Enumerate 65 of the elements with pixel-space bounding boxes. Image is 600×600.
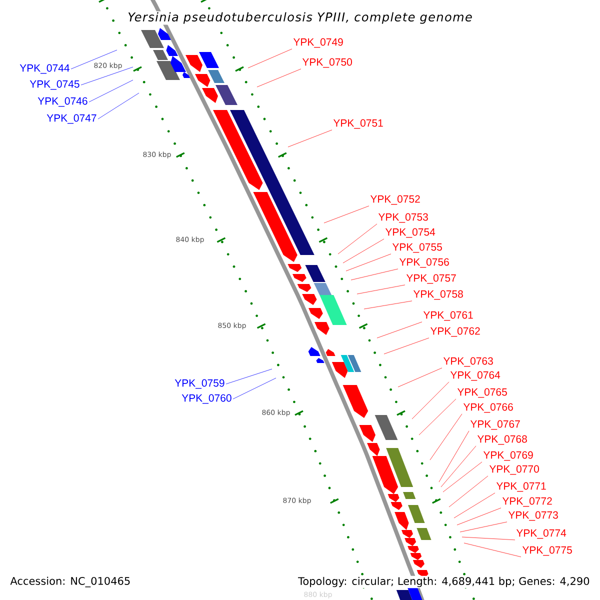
gene-label: YPK_0752 <box>370 195 420 205</box>
gene-label: YPK_0774 <box>516 529 566 539</box>
gene-label: YPK_0765 <box>457 388 507 398</box>
gene-label: YPK_0768 <box>477 435 527 445</box>
gene-label: YPK_0746 <box>38 97 88 107</box>
gene-label: YPK_0770 <box>489 465 539 475</box>
leader-line <box>454 492 496 518</box>
leader-line <box>70 50 118 70</box>
gene-label: YPK_0761 <box>423 311 473 321</box>
leader-line <box>88 80 134 102</box>
leader-line <box>356 284 406 294</box>
gene-label: YPK_0753 <box>378 213 428 223</box>
gene-label: YPK_0766 <box>463 403 513 413</box>
accession-label: Accession: NC_010465 <box>10 576 130 588</box>
gene-label: YPK_0769 <box>483 451 533 461</box>
gene-label: YPK_0756 <box>399 258 449 268</box>
leader-line <box>98 92 140 120</box>
gene-label: YPK_0750 <box>302 58 352 68</box>
leader-line <box>364 300 412 310</box>
gene-label: YPK_0773 <box>508 511 558 521</box>
leader-line <box>460 522 508 532</box>
gene-label: YPK_0745 <box>30 80 80 90</box>
leader-line <box>448 476 488 508</box>
gene-label: YPK_0763 <box>443 357 493 367</box>
gene-label: YPK_0762 <box>430 327 480 337</box>
gene-label: YPK_0767 <box>470 420 520 430</box>
gene-label: YPK_0772 <box>502 497 552 507</box>
gene-label: YPK_0747 <box>46 114 96 124</box>
gene-label: YPK_0751 <box>333 119 383 129</box>
leader-line <box>376 322 422 338</box>
gene-label: YPK_0759 <box>174 379 224 389</box>
gene-label: YPK_0757 <box>406 274 456 284</box>
leader-line <box>456 508 502 526</box>
leader-line <box>442 462 482 492</box>
gene-label: YPK_0744 <box>20 64 70 74</box>
leader-line <box>256 68 302 88</box>
leader-line <box>384 338 430 354</box>
leader-line <box>346 254 392 272</box>
leader-line <box>398 368 442 388</box>
gene-label: YPK_0754 <box>385 228 436 238</box>
gene-label: YPK_0755 <box>392 243 442 253</box>
leader-line <box>342 238 384 264</box>
gene-label: YPK_0749 <box>293 38 343 48</box>
genome-info-label: Topology: circular; Length: 4,689,441 bp; Genes: 4,290 <box>297 576 591 588</box>
leader-line <box>462 536 516 540</box>
title: Yersinia pseudotuberculosis YPIII, complete genome <box>126 11 474 25</box>
gene-label: YPK_0764 <box>450 371 500 381</box>
leader-line <box>418 398 456 436</box>
leader-line <box>80 66 134 86</box>
gene-label: YPK_0775 <box>522 546 572 556</box>
leader-line <box>338 224 378 254</box>
leader-line <box>464 542 522 558</box>
leader-line <box>232 378 276 400</box>
leader-line <box>350 268 398 280</box>
leader-line <box>226 368 272 384</box>
gene-label: YPK_0760 <box>182 394 232 404</box>
leader-line <box>412 382 450 420</box>
gene-label: YPK_0771 <box>496 482 546 492</box>
gene-label: YPK_0758 <box>413 290 463 300</box>
leader-line <box>288 130 332 148</box>
leader-line <box>248 48 292 68</box>
leader-line <box>440 446 476 488</box>
leader-line <box>438 430 470 482</box>
leader-line <box>324 206 370 224</box>
leader-line <box>430 414 462 460</box>
